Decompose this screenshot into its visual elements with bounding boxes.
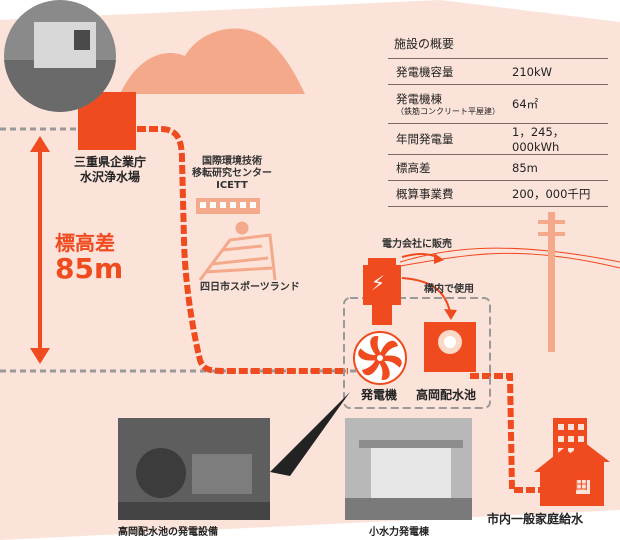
overview-key-text: 発電機棟 <box>396 92 442 106</box>
overview-value: 85m <box>504 154 608 181</box>
overview-title: 施設の概要 <box>388 32 608 59</box>
callout-pointer <box>270 392 350 476</box>
building-caption: 小水力発電棟 <box>369 527 429 538</box>
utility-pole <box>538 212 565 352</box>
facility-name-line2: 水沢浄水場 <box>79 170 140 184</box>
reservoir-label: 高岡配水池 <box>416 388 477 402</box>
facility-name: 三重県企業庁 水沢浄水場 <box>68 155 152 185</box>
onsite-use-label: 構内で使用 <box>424 284 474 295</box>
overview-value: 200，000千円 <box>504 180 608 207</box>
overview-key-sub: （鉄筋コンクリート平屋建） <box>396 107 500 116</box>
plant-boundary <box>343 297 491 409</box>
water-pipe-to-supply <box>470 373 540 493</box>
overview-key: 発電機容量 <box>388 59 504 85</box>
icett-building-icon <box>196 198 260 214</box>
elevation-label-text: 標高差 <box>55 231 115 255</box>
generator-label: 発電機 <box>361 388 398 402</box>
overview-value: 64㎡ <box>504 84 608 124</box>
sports-land-label: 四日市スポーツランド <box>200 282 300 293</box>
equipment-caption: 高岡配水池の発電設備 <box>118 527 218 538</box>
water-pipe <box>137 126 348 374</box>
overview-key: 発電機棟 （鉄筋コンクリート平屋建） <box>388 84 504 124</box>
home-window-icon: 田 <box>575 478 589 493</box>
turbine-blades <box>358 336 402 380</box>
overview-row: 発電機容量 210kW <box>388 59 608 85</box>
icett-label: 国際環境技術 移転研究センター ICETT <box>188 156 276 192</box>
sell-to-utility-label: 電力会社に販売 <box>382 239 452 250</box>
hydro-building-photo <box>345 418 472 520</box>
elevation-arrow <box>30 136 50 364</box>
overview-row: 発電機棟 （鉄筋コンクリート平屋建） 64㎡ <box>388 84 608 124</box>
water-plant-photo <box>4 0 116 112</box>
overview-row: 年間発電量 1，245，000kWh <box>388 123 608 155</box>
icett-line1: 国際環境技術 <box>202 156 262 167</box>
elevation-value: 85m <box>55 252 124 285</box>
facility-overview-table: 施設の概要 発電機容量 210kW 発電機棟 （鉄筋コンクリート平屋建） 64㎡… <box>388 32 608 207</box>
overview-row: 標高差 85m <box>388 154 608 181</box>
overview-rows: 発電機容量 210kW 発電機棟 （鉄筋コンクリート平屋建） 64㎡ 年間発電量… <box>388 59 608 207</box>
power-line <box>399 247 620 263</box>
sports-land-icon <box>198 221 277 281</box>
lightning-icon: ⚡ <box>371 271 386 295</box>
overview-key: 年間発電量 <box>388 123 504 155</box>
power-line-2 <box>399 252 620 269</box>
supply-label: 市内一般家庭給水 <box>487 512 584 526</box>
transformer-box <box>363 265 401 305</box>
elevation-label: 標高差 85m <box>55 232 123 284</box>
facility-name-line1: 三重県企業庁 <box>73 155 146 169</box>
overview-key: 標高差 <box>388 154 504 181</box>
overview-value: 1，245，000kWh <box>504 123 608 155</box>
icett-line3: ICETT <box>216 180 248 191</box>
mountains <box>120 28 305 95</box>
overview-row: 概算事業費 200，000千円 <box>388 180 608 207</box>
overview-value: 210kW <box>504 59 608 85</box>
homes-icon <box>534 418 610 506</box>
generation-equipment-photo <box>118 418 270 520</box>
onsite-arrow <box>401 277 451 313</box>
icett-line2: 移転研究センター <box>192 168 272 179</box>
overview-key: 概算事業費 <box>388 180 504 207</box>
